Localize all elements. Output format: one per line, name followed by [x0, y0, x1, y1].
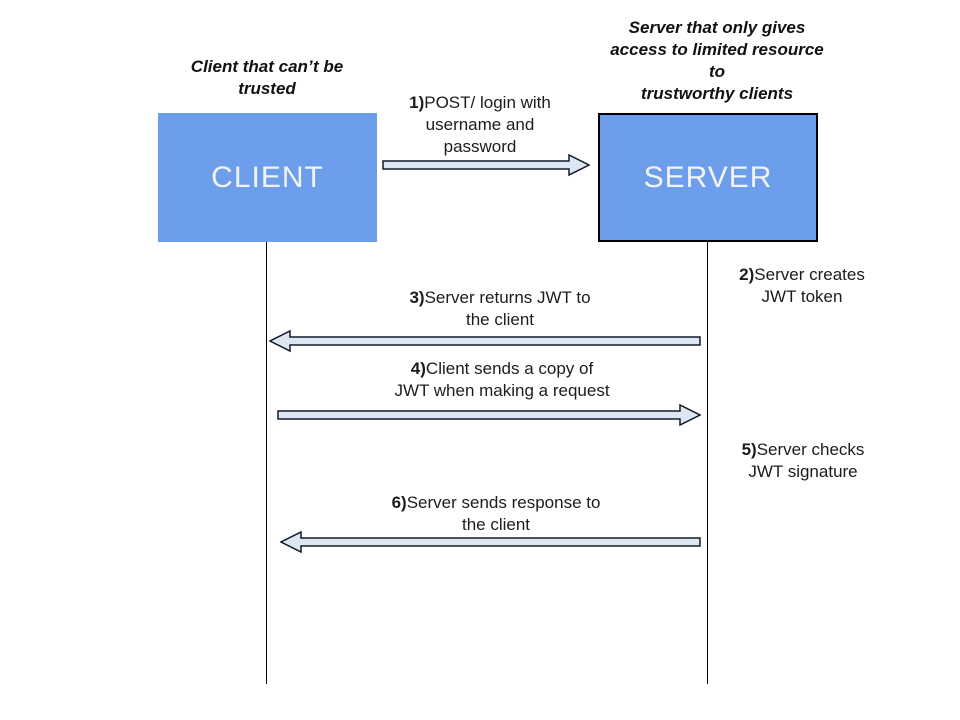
step4-number: 4): [410, 359, 426, 378]
step6-label: 6)Server sends response to the client: [336, 492, 656, 536]
step6-arrow-left-icon: [280, 530, 701, 554]
step5-number: 5): [741, 440, 757, 459]
step1-text: POST/ login with username and password: [424, 93, 551, 156]
step3-number: 3): [409, 288, 425, 307]
step3-label: 3)Server returns JWT to the client: [350, 287, 650, 331]
client-lifeline: [265, 242, 267, 684]
client-box: CLIENT: [158, 113, 377, 242]
step4-label: 4)Client sends a copy of JWT when making…: [342, 358, 662, 402]
client-caption: Client that can’t be trusted: [190, 57, 344, 98]
server-lifeline: [706, 242, 708, 684]
step3-text: Server returns JWT to the client: [424, 288, 591, 329]
step5-label: 5)Server checks JWT signature: [703, 439, 903, 483]
server-caption: Server that only gives access to limited…: [610, 18, 824, 103]
server-box: SERVER: [598, 113, 818, 242]
client-box-label: CLIENT: [211, 160, 324, 194]
step4-arrow-right-icon: [277, 403, 701, 427]
step2-number: 2): [739, 265, 755, 284]
step2-text: Server creates JWT token: [754, 265, 865, 306]
step5-text: Server checks JWT signature: [748, 440, 865, 481]
step3-arrow-left-icon: [269, 329, 701, 353]
step2-label: 2)Server creates JWT token: [702, 264, 902, 308]
step1-arrow-right-icon: [382, 153, 590, 177]
server-box-label: SERVER: [643, 160, 773, 194]
step6-number: 6): [391, 493, 407, 512]
step4-text: Client sends a copy of JWT when making a…: [394, 359, 610, 400]
step1-number: 1): [409, 93, 425, 112]
step1-label: 1)POST/ login with username and password: [355, 92, 605, 158]
step6-text: Server sends response to the client: [406, 493, 601, 534]
